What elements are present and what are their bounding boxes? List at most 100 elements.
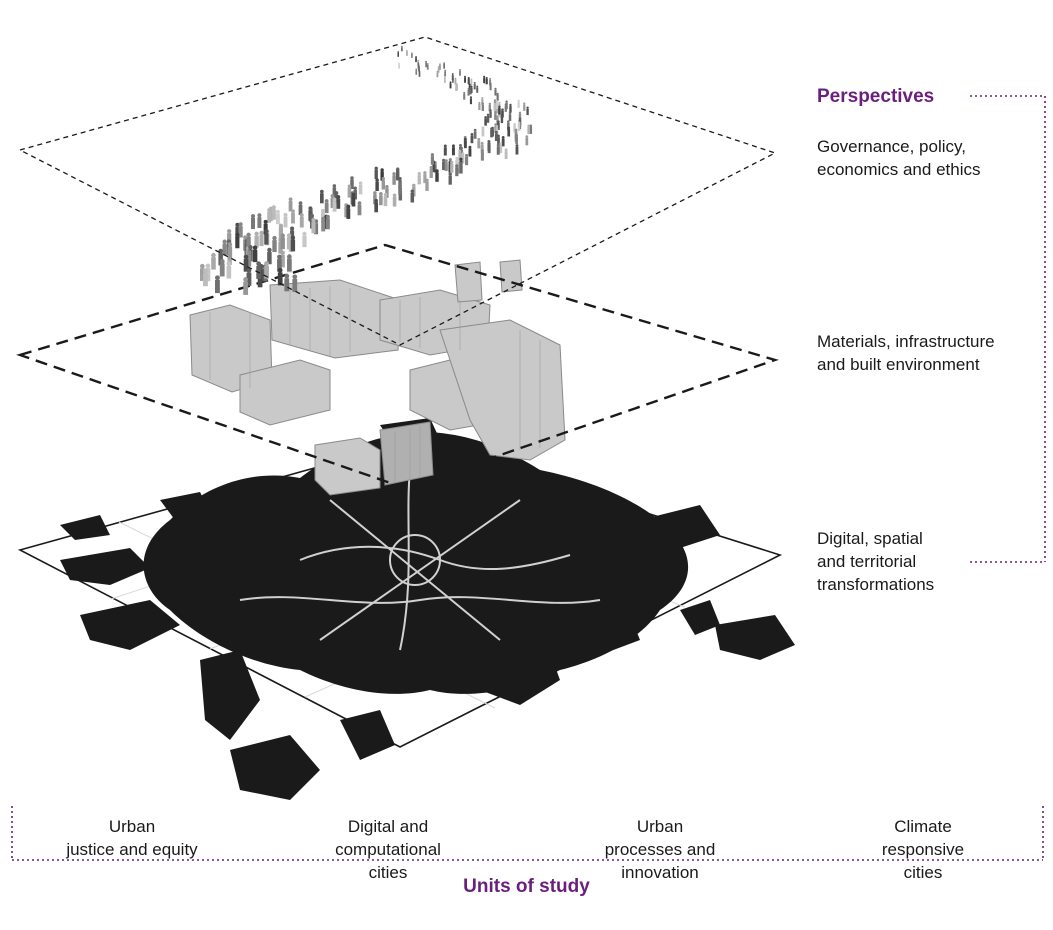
- person-figure: [455, 164, 459, 177]
- person-figure: [501, 108, 504, 118]
- person-figure: [444, 69, 447, 77]
- person-figure: [272, 235, 277, 253]
- person-figure: [465, 153, 469, 166]
- person-figure: [254, 231, 259, 248]
- person-figure: [320, 189, 324, 204]
- person-figure: [415, 68, 418, 75]
- person-figure: [443, 76, 446, 83]
- person-figure: [398, 181, 402, 195]
- person-figure: [243, 254, 249, 272]
- person-figure: [334, 191, 339, 205]
- person-figure: [243, 277, 249, 295]
- person-figure: [429, 165, 433, 179]
- person-figure: [480, 149, 484, 161]
- person-figure: [417, 171, 421, 185]
- person-figure: [398, 62, 400, 69]
- perspectives-title: Perspectives: [817, 86, 935, 107]
- person-figure: [499, 142, 503, 154]
- person-figure: [468, 83, 471, 92]
- person-figure: [449, 81, 452, 89]
- person-figure: [425, 60, 427, 68]
- person-figure: [374, 166, 378, 180]
- person-figure: [406, 50, 408, 56]
- person-figure: [235, 232, 240, 249]
- person-figure: [470, 78, 473, 86]
- person-figure: [358, 181, 363, 195]
- person-figure: [455, 83, 458, 91]
- person-figure: [264, 228, 269, 245]
- person-figure: [383, 192, 388, 207]
- person-figure: [517, 99, 520, 108]
- person-figure: [448, 172, 452, 185]
- person-figure: [299, 213, 304, 228]
- person-figure: [507, 126, 511, 137]
- buildings-layer: [189, 259, 566, 496]
- person-figure: [410, 189, 415, 203]
- person-figure: [287, 254, 292, 272]
- person-figure: [487, 139, 491, 151]
- people-layer-outline: [18, 36, 777, 346]
- person-figure: [470, 132, 474, 144]
- person-figure: [278, 223, 284, 240]
- person-figure: [481, 96, 484, 105]
- person-figure: [467, 88, 470, 96]
- person-figure: [227, 242, 233, 259]
- person-figure: [203, 268, 208, 287]
- person-figure: [267, 247, 272, 265]
- person-figure: [264, 261, 269, 279]
- person-figure: [321, 216, 326, 232]
- person-figure: [347, 184, 352, 198]
- person-figure: [325, 214, 330, 230]
- person-figure: [435, 169, 439, 182]
- person-figure: [246, 232, 251, 249]
- person-figure: [526, 106, 529, 116]
- person-figure: [401, 45, 403, 52]
- unit-urban-processes: Urban processes and innovation: [604, 817, 716, 882]
- person-figure: [498, 105, 501, 115]
- person-figure: [468, 145, 472, 157]
- person-figure: [454, 77, 457, 85]
- person-figure: [385, 185, 389, 198]
- person-figure: [509, 103, 512, 113]
- person-figure: [497, 120, 500, 130]
- person-figure: [439, 63, 441, 70]
- person-figure: [495, 100, 499, 109]
- person-figure: [480, 141, 484, 153]
- person-figure: [515, 134, 518, 145]
- person-figure: [288, 197, 293, 212]
- perspective-governance: Governance, policy, economics and ethics: [817, 137, 981, 179]
- person-figure: [418, 70, 421, 77]
- person-figure: [525, 135, 529, 146]
- person-figure: [392, 172, 396, 185]
- person-figure: [246, 250, 252, 267]
- person-figure: [200, 263, 205, 281]
- person-figure: [256, 261, 262, 279]
- person-figure: [396, 168, 400, 181]
- person-figure: [373, 191, 377, 205]
- person-figure: [411, 52, 413, 59]
- person-figure: [302, 231, 307, 248]
- person-figure: [458, 149, 462, 161]
- person-figure: [351, 192, 356, 207]
- person-figure: [357, 201, 362, 216]
- person-figure: [252, 245, 258, 263]
- person-figure: [469, 86, 472, 95]
- person-figure: [275, 209, 280, 225]
- person-figure: [489, 82, 492, 91]
- person-figure: [505, 100, 508, 110]
- person-figure: [277, 254, 282, 272]
- person-figure: [478, 101, 481, 111]
- person-figure: [215, 275, 220, 294]
- person-figure: [332, 197, 337, 212]
- person-figure: [426, 63, 429, 70]
- person-figure: [504, 148, 508, 160]
- person-figure: [451, 73, 454, 80]
- person-figure: [450, 160, 454, 173]
- person-figure: [324, 199, 329, 214]
- person-figure: [443, 62, 446, 69]
- person-figure: [473, 81, 476, 90]
- person-figure: [496, 143, 500, 155]
- person-figure: [442, 158, 446, 171]
- person-figure: [227, 229, 232, 245]
- person-figure: [379, 191, 383, 206]
